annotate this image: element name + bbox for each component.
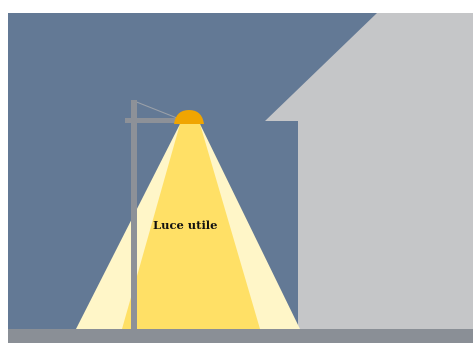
useful-light-label: Luce utile [153,218,218,232]
lamp-arm [125,118,181,123]
ground [8,329,473,343]
lamp-pole [131,100,137,329]
